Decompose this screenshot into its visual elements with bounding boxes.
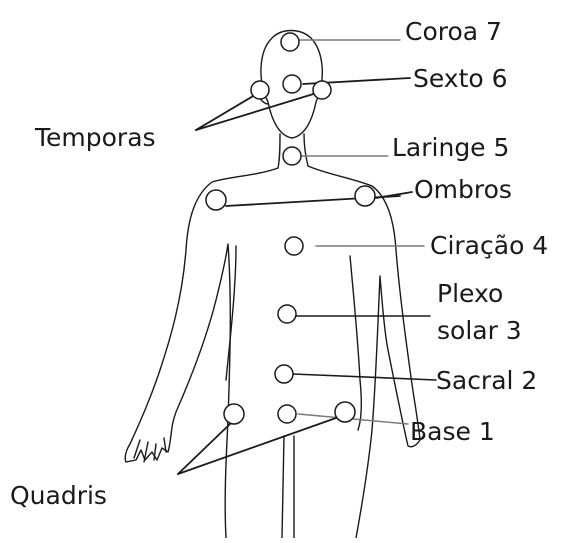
chakra-points xyxy=(206,33,375,424)
label-laringe: Laringe 5 xyxy=(392,133,509,162)
point-sexto xyxy=(283,75,301,93)
label-temporas: Temporas xyxy=(34,123,156,152)
point-laringe xyxy=(283,147,301,165)
point-temporas-right xyxy=(313,81,331,99)
line-quadris-a xyxy=(178,424,230,474)
point-quadril-left xyxy=(224,404,244,424)
point-ombro-left xyxy=(206,190,226,210)
line-quadris-b xyxy=(178,418,336,474)
label-base: Base 1 xyxy=(410,417,495,446)
point-quadril-right xyxy=(335,402,355,422)
point-base xyxy=(278,405,296,423)
point-coracao xyxy=(285,237,303,255)
label-coracao: Ciração 4 xyxy=(430,231,548,260)
label-plexo-line2: solar 3 xyxy=(437,316,522,345)
label-plexo-line1: Plexo xyxy=(437,279,503,308)
connector-lines xyxy=(178,40,436,474)
point-ombro-right xyxy=(355,186,375,206)
legs-outline xyxy=(282,436,294,538)
point-plexo xyxy=(278,305,296,323)
torso-outline xyxy=(125,166,420,538)
line-sacral xyxy=(293,374,436,380)
line-temporas-a xyxy=(196,92,260,130)
label-coroa: Coroa 7 xyxy=(405,17,502,46)
label-sacral: Sacral 2 xyxy=(436,366,537,395)
point-sacral xyxy=(275,365,293,383)
labels: Coroa 7 Sexto 6 Temporas Laringe 5 Ombro… xyxy=(10,17,548,510)
label-sexto: Sexto 6 xyxy=(413,64,508,93)
point-coroa xyxy=(281,33,299,51)
label-quadris: Quadris xyxy=(10,481,107,510)
point-temporas-left xyxy=(251,81,269,99)
label-ombros: Ombros xyxy=(414,175,512,204)
